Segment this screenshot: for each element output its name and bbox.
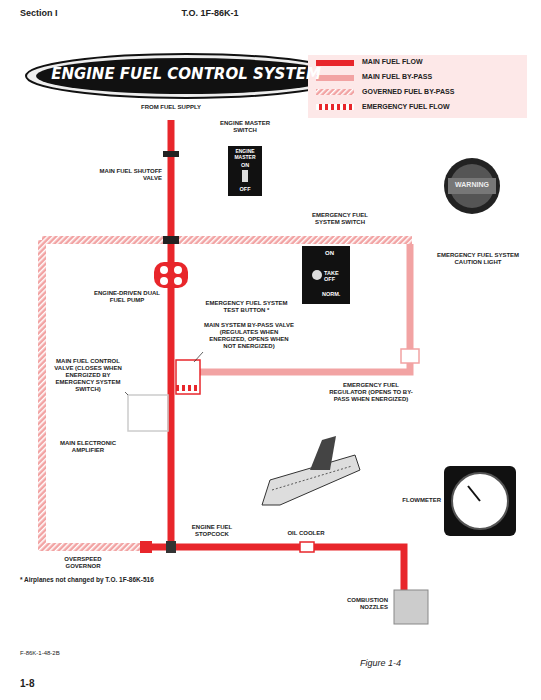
callout-label: MAIN SYSTEM BY-PASS VALVE (REGULATES WHE…	[204, 322, 294, 350]
throttle-quadrant	[262, 436, 360, 505]
emergency-regulator-body	[401, 349, 419, 363]
toggle-lever	[312, 270, 322, 280]
callout-label: ON	[229, 162, 261, 168]
leader-line	[194, 352, 203, 362]
callout-label: WARNING	[448, 181, 496, 189]
legend-panel	[308, 55, 527, 118]
callout-label: NORM.	[322, 291, 348, 297]
legend-swatch	[316, 60, 354, 66]
bypass-line	[407, 244, 414, 350]
legend-swatch	[316, 75, 354, 81]
callout-label: FROM FUEL SUPPLY	[141, 104, 201, 111]
callout-label: 1-8	[20, 678, 60, 690]
callout-label: F-86K-1-48-2B	[20, 650, 110, 657]
callout-label: FLOWMETER	[393, 497, 441, 504]
callout-label: MAIN FUEL SHUTOFF VALVE	[88, 168, 162, 182]
dual-fuel-pump	[154, 262, 188, 288]
callout-label: * Airplanes not changed by T.O. 1F-86K-5…	[20, 576, 220, 583]
engine-master-switch-panel	[228, 146, 262, 196]
legend-text: MAIN FUEL BY-PASS	[362, 73, 522, 81]
callout-label: Section I	[20, 8, 90, 18]
main-fuel-control-valve	[128, 395, 168, 431]
flowmeter-gauge	[444, 466, 516, 536]
callout-label: EMERGENCY FUEL SYSTEM SWITCH	[300, 212, 380, 226]
callout-label: TAKE OFF	[324, 270, 349, 283]
main-fuel-line	[145, 120, 404, 592]
callout-label: OIL COOLER	[282, 530, 330, 537]
title: ENGINE FUEL CONTROL SYSTEM	[46, 66, 326, 83]
callout-label: ON	[325, 250, 347, 257]
legend-text: EMERGENCY FUEL FLOW	[362, 103, 522, 111]
overspeed-governor	[140, 541, 152, 553]
callout-label: MAIN ELECTRONIC AMPLIFIER	[52, 440, 124, 454]
callout-label: MAIN FUEL CONTROL VALVE (CLOSES WHEN ENE…	[50, 358, 126, 392]
callout-label: T.O. 1F-86K-1	[150, 8, 270, 18]
bypass-line	[200, 362, 410, 372]
callout-label: ENGINE MASTER	[229, 149, 261, 161]
toggle-lever	[242, 170, 248, 182]
bypass-valve	[176, 360, 200, 394]
emergency-line-stripes	[175, 385, 200, 391]
callout-label: ENGINE-DRIVEN DUAL FUEL PUMP	[92, 290, 162, 304]
callout-label: COMBUSTION NOZZLES	[322, 597, 388, 611]
shutoff-valve	[163, 151, 179, 157]
callout-label: EMERGENCY FUEL SYSTEM CAUTION LIGHT	[428, 252, 528, 266]
figure-caption: Figure 1-4	[360, 658, 450, 668]
callout-label: EMERGENCY FUEL SYSTEM TEST BUTTON *	[204, 300, 289, 314]
callout-label: EMERGENCY FUEL REGULATOR (OPENS TO BY-PA…	[326, 382, 416, 403]
oil-cooler	[300, 542, 314, 552]
callout-label: OFF	[229, 186, 261, 192]
title-banner	[36, 58, 336, 94]
callout-label: ENGINE FUEL STOPCOCK	[182, 524, 242, 538]
emergency-line	[175, 385, 200, 391]
legend-text: GOVERNED FUEL BY-PASS	[362, 88, 522, 96]
leader-line	[125, 392, 128, 395]
legend-hatched-sample	[316, 89, 354, 95]
pipe-joint	[163, 236, 179, 244]
title-banner-outer	[26, 54, 346, 98]
emergency-switch-panel	[302, 246, 350, 304]
legend-emergency-stripes	[316, 104, 354, 110]
stopcock	[166, 541, 176, 553]
callout-label: ENGINE MASTER SWITCH	[220, 120, 270, 134]
combustion-nozzles	[394, 590, 428, 624]
legend-text: MAIN FUEL FLOW	[362, 58, 522, 66]
callout-label: OVERSPEED GOVERNOR	[48, 556, 118, 570]
caution-light	[444, 158, 500, 214]
legend-emergency-sample	[316, 104, 354, 110]
